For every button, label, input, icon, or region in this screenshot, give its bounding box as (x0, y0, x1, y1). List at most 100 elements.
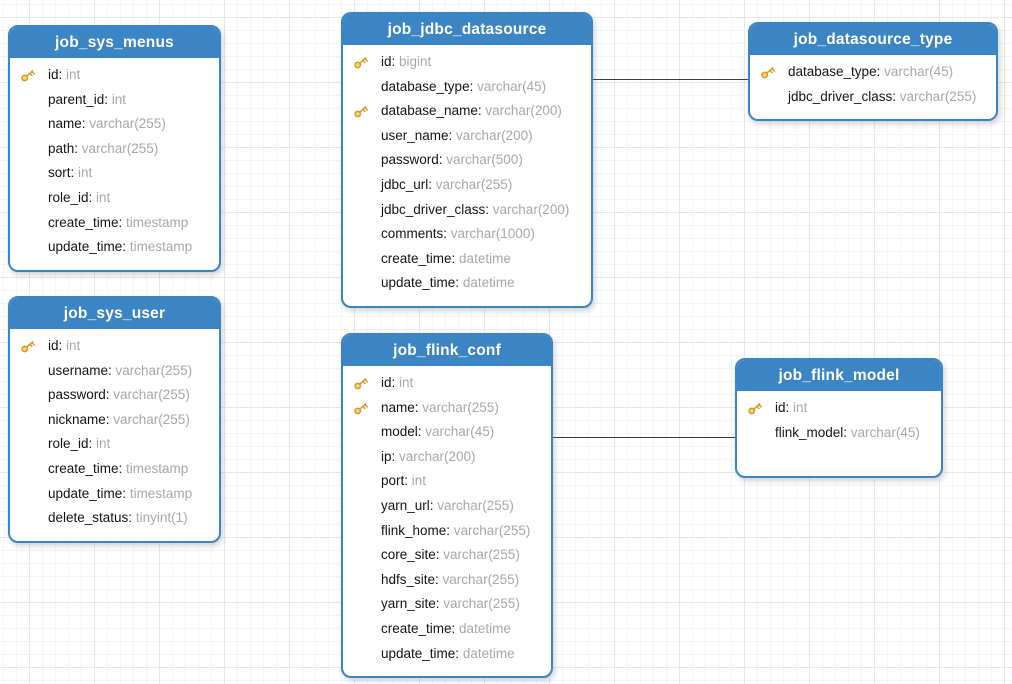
primary-key-icon (352, 374, 370, 392)
field-row[interactable]: update_time: timestamp (10, 235, 219, 260)
field-type: datetime (455, 250, 511, 266)
field-type: varchar(255) (111, 362, 193, 378)
field-row[interactable]: update_time: datetime (343, 271, 591, 296)
field-row[interactable]: create_time: datetime (343, 617, 551, 642)
table-title[interactable]: job_flink_model (737, 360, 941, 391)
table-title[interactable]: job_sys_user (10, 298, 219, 329)
table-title[interactable]: job_sys_menus (10, 27, 219, 58)
field-name: name: (48, 116, 86, 132)
field-type: varchar(255) (439, 596, 520, 612)
table-title[interactable]: job_datasource_type (750, 24, 996, 55)
field-row[interactable]: database_name: varchar(200) (343, 99, 591, 124)
field-name: id: (48, 67, 63, 82)
table-title[interactable]: job_jdbc_datasource (343, 14, 591, 45)
field-row[interactable]: update_time: timestamp (10, 482, 219, 507)
field-row[interactable]: core_site: varchar(255) (343, 543, 551, 568)
field-row[interactable]: create_time: datetime (343, 247, 591, 272)
relationship-connector-job_jdbc_datasource-job_datasource_type[interactable] (593, 79, 748, 80)
field-type: int (92, 189, 111, 205)
field-row[interactable]: sort: int (10, 161, 219, 186)
field-row[interactable]: yarn_url: varchar(255) (343, 494, 551, 519)
field-type: varchar(45) (421, 424, 495, 440)
field-row[interactable]: role_id: int (10, 432, 219, 457)
field-row[interactable]: database_type: varchar(45) (750, 60, 996, 85)
field-name: user_name: (381, 127, 453, 143)
field-row[interactable]: username: varchar(255) (10, 359, 219, 384)
field-row[interactable]: id: bigint (343, 50, 591, 75)
field-type: int (92, 436, 111, 452)
table-card-job_datasource_type[interactable]: job_datasource_type database_type: varcha… (748, 22, 998, 122)
field-row[interactable]: password: varchar(255) (10, 383, 219, 408)
field-type: timestamp (122, 214, 189, 230)
field-type: varchar(45) (847, 424, 920, 440)
field-name: database_type: (381, 78, 474, 94)
field-name: flink_home: (381, 522, 451, 538)
field-name: create_time: (381, 250, 456, 266)
field-row[interactable]: ip: varchar(200) (343, 445, 551, 470)
field-row[interactable]: password: varchar(500) (343, 148, 591, 173)
field-name: create_time: (48, 460, 123, 476)
field-type: varchar(255) (418, 399, 499, 415)
field-row[interactable]: create_time: timestamp (10, 457, 219, 482)
field-row[interactable]: jdbc_driver_class: varchar(200) (343, 198, 591, 223)
field-name: flink_model: (775, 424, 848, 440)
field-name: id: (775, 400, 790, 415)
field-name: delete_status: (48, 510, 133, 526)
field-row[interactable]: id: int (343, 371, 551, 396)
field-name: create_time: (381, 620, 456, 636)
field-row[interactable]: hdfs_site: varchar(255) (343, 568, 551, 593)
field-row[interactable]: create_time: timestamp (10, 211, 219, 236)
field-row[interactable]: name: varchar(255) (343, 396, 551, 421)
field-row[interactable]: id: int (10, 334, 219, 359)
field-type: varchar(255) (450, 522, 531, 538)
field-name: username: (48, 362, 112, 378)
field-row[interactable]: user_name: varchar(200) (343, 124, 591, 149)
field-row[interactable]: database_type: varchar(45) (343, 75, 591, 100)
field-type: varchar(45) (473, 78, 547, 94)
field-row[interactable]: flink_home: varchar(255) (343, 519, 551, 544)
field-row[interactable]: model: varchar(45) (343, 420, 551, 445)
field-row[interactable]: delete_status: tinyint(1) (10, 506, 219, 531)
field-row[interactable]: parent_id: int (10, 88, 219, 113)
field-name: ip: (381, 448, 396, 464)
field-row[interactable]: name: varchar(255) (10, 112, 219, 137)
field-type: varchar(200) (489, 201, 570, 217)
table-title[interactable]: job_flink_conf (343, 335, 551, 366)
field-name: comments: (381, 226, 448, 242)
field-row[interactable]: id: int (10, 63, 219, 88)
primary-key-icon (19, 337, 37, 355)
field-row[interactable]: role_id: int (10, 186, 219, 211)
field-row[interactable]: update_time: datetime (343, 642, 551, 667)
field-row[interactable]: flink_model: varchar(45) (737, 421, 941, 446)
field-type: varchar(255) (438, 571, 520, 587)
field-type: int (789, 400, 808, 415)
field-row[interactable]: port: int (343, 469, 551, 494)
field-row[interactable]: jdbc_url: varchar(255) (343, 173, 591, 198)
field-row[interactable]: path: varchar(255) (10, 137, 219, 162)
field-name: password: (48, 387, 110, 403)
relationship-connector-job_flink_conf-job_flink_model[interactable] (553, 437, 735, 438)
field-type: varchar(45) (880, 64, 954, 79)
field-name: role_id: (48, 436, 93, 452)
field-name: password: (381, 152, 443, 168)
field-name: hdfs_site: (381, 571, 439, 587)
primary-key-icon (352, 53, 370, 71)
field-type: varchar(500) (442, 152, 523, 168)
field-row[interactable]: jdbc_driver_class: varchar(255) (750, 85, 996, 110)
field-name: id: (381, 375, 396, 390)
field-type: int (62, 67, 81, 82)
field-type: varchar(1000) (447, 226, 535, 242)
field-name: create_time: (48, 214, 123, 230)
field-name: yarn_site: (381, 596, 440, 612)
field-row[interactable]: yarn_site: varchar(255) (343, 592, 551, 617)
field-name: port: (381, 473, 409, 489)
field-row[interactable]: id: int (737, 396, 941, 421)
field-row[interactable]: comments: varchar(1000) (343, 222, 591, 247)
field-row[interactable]: nickname: varchar(255) (10, 408, 219, 433)
